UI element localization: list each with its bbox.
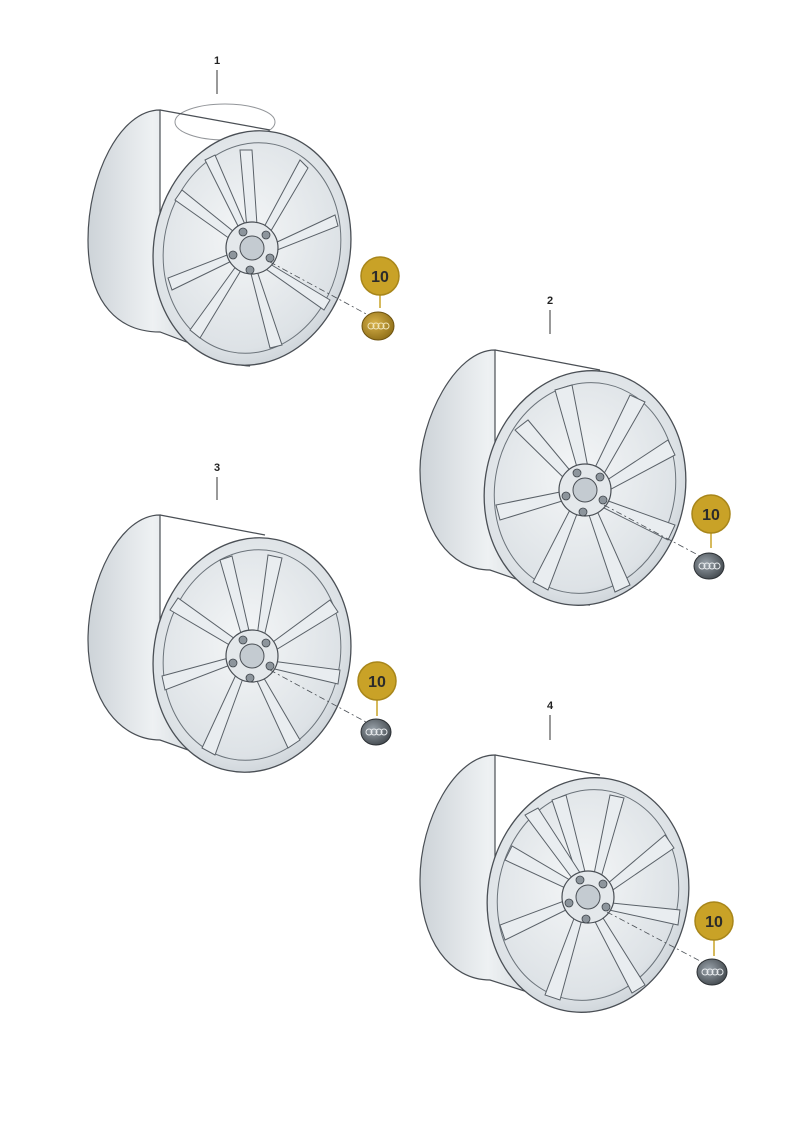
callout-label: 10 xyxy=(368,674,386,691)
wheel-2-label: 2 xyxy=(547,295,553,307)
wheel-4-label: 4 xyxy=(547,700,554,712)
wheel-1: 1 xyxy=(87,55,395,367)
wheel-4: 4 xyxy=(419,700,728,1013)
callout-10-wheel-2[interactable]: 10 xyxy=(691,494,731,548)
callout-10-wheel-3[interactable]: 10 xyxy=(357,661,397,716)
callout-10-wheel-1[interactable]: 10 xyxy=(360,256,400,308)
callout-label: 10 xyxy=(371,269,389,286)
wheel-1-label: 1 xyxy=(214,55,220,67)
callout-label: 10 xyxy=(705,914,723,931)
wheel-3-label: 3 xyxy=(214,462,220,474)
wheel-3: 3 xyxy=(87,462,392,773)
callout-10-wheel-4[interactable]: 10 xyxy=(694,901,734,956)
callout-label: 10 xyxy=(702,507,720,524)
wheel-2: 2 xyxy=(419,295,725,606)
